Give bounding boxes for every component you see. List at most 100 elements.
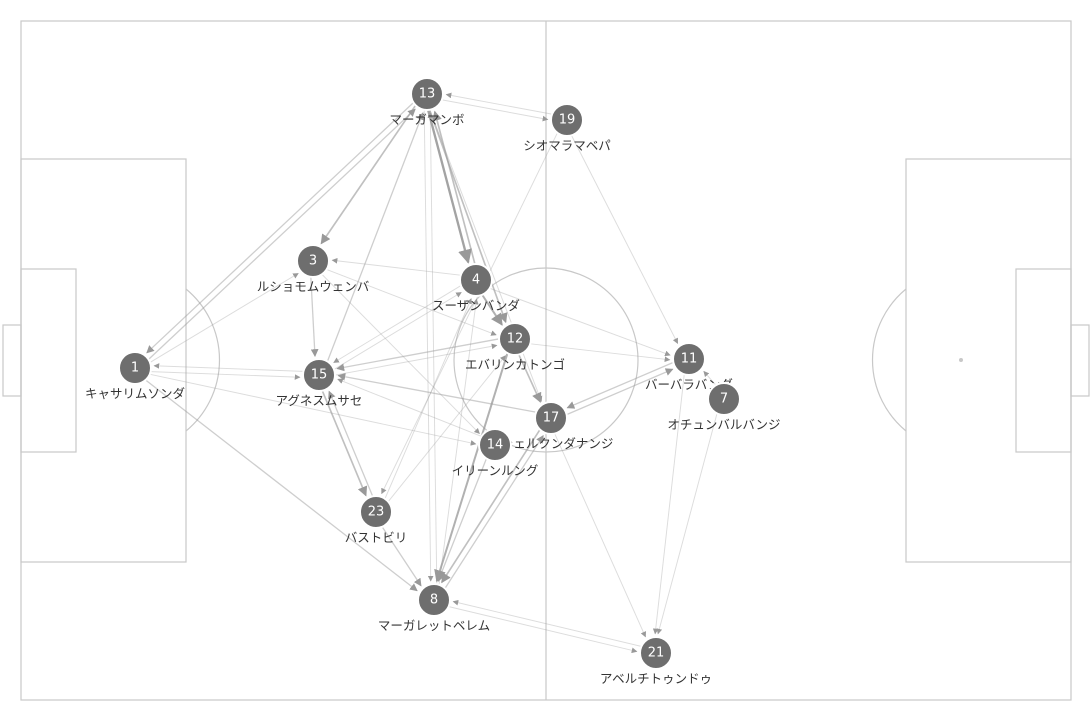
player-marker [534,401,568,435]
left-goal-area [20,268,77,453]
player-node-23: 23 バストビリ [345,495,408,545]
player-name: ラシェルクンダナンジ [489,436,614,451]
pass-edge-1-to-8 [145,379,418,592]
player-node-1: 1 キャサリムソンダ [85,351,185,401]
player-number: 17 [543,411,560,426]
player-number: 23 [368,505,385,520]
pass-edge-14-to-15 [337,378,482,437]
pass-edge-12-to-8 [434,353,509,583]
player-marker [296,244,330,278]
pass-edge-4-to-3 [331,257,461,276]
player-number: 13 [419,87,436,102]
player-number: 1 [131,361,139,376]
pass-edge-23-to-8 [381,526,422,587]
pass-edge-17-to-21 [554,433,647,638]
pass-edge-1-to-13 [148,108,416,360]
player-marker [118,351,152,385]
player-marker [417,583,451,617]
player-node-19: 19 シオマラマベパ [523,103,611,153]
player-node-7: 7 オチュンバルバンジ [667,382,781,432]
player-node-21: 21 アベルチトゥンドゥ [600,636,712,686]
player-marker [498,322,532,356]
player-name: エバリンカトンゴ [465,357,565,372]
pass-edge-3-to-14 [321,274,480,435]
pass-edge-12-to-15 [336,338,499,372]
pass-edge-8-to-4 [438,298,479,585]
right-penalty-area [905,158,1072,563]
pass-edge-8-to-13 [427,112,438,584]
player-marker [359,495,393,529]
right-penalty-spot [959,358,963,362]
player-name: シオマラマベパ [523,138,611,153]
player-marker [672,342,706,376]
pass-edge-13-to-12 [428,109,508,324]
pass-edge-15-to-23 [321,390,368,497]
pass-edge-8-to-17 [444,434,544,589]
player-marker [459,263,493,297]
pass-edge-11-to-17 [566,361,674,409]
pass-edge-13-to-4 [427,109,472,264]
player-number: 7 [720,392,728,407]
player-name: マーガレットベレム [378,618,490,633]
pass-edge-17-to-11 [566,368,674,416]
pass-edge-3-to-15 [310,277,319,357]
player-name: アグネスムサセ [276,393,363,408]
pass-edge-15-to-12 [335,343,498,376]
player-number: 11 [681,352,698,367]
pass-edge-19-to-13 [445,92,552,115]
pass-edges [145,92,718,654]
player-name: マーガマンボ [389,112,464,127]
player-node-15: 15 アグネスムサセ [276,358,363,408]
right-goal [1070,324,1090,397]
pass-edge-13-to-1 [146,102,414,354]
left-penalty-area [20,158,187,563]
player-name: イリーンルング [452,463,539,478]
pass-edge-14-to-8 [437,458,487,582]
player-marker [550,103,584,137]
player-number: 14 [487,438,504,453]
pass-edge-23-to-15 [328,390,374,497]
pass-edge-3-to-12 [326,269,497,336]
right-penalty-arc [871,288,907,432]
pass-edge-13-to-3 [320,105,417,245]
pass-edge-15-to-4 [333,291,462,370]
pass-edge-12-to-11 [530,343,671,363]
center-circle [453,267,639,453]
player-marker [410,77,444,111]
pass-edge-7-to-21 [656,413,718,635]
player-node-14: 14 イリーンルング [452,428,539,478]
player-node-12: 12 エバリンカトンゴ [465,322,565,372]
player-number: 21 [648,646,665,661]
player-number: 12 [507,332,524,347]
pitch-markings [2,20,1090,701]
player-number: 19 [559,113,576,128]
player-marker [478,428,512,462]
pass-edge-21-to-8 [452,599,642,647]
pass-edge-8-to-21 [448,606,638,654]
pass-edge-17-to-15 [337,372,536,413]
player-marker [302,358,336,392]
player-name: バストビリ [345,530,408,545]
right-goal-area [1015,268,1072,453]
pass-edge-1-to-3 [150,272,299,363]
player-name: キャサリムソンダ [85,386,185,401]
pass-edge-1-to-14 [149,373,477,446]
pass-edge-13-to-19 [442,99,549,122]
player-name: アベルチトゥンドゥ [600,671,712,686]
player-number: 8 [430,593,438,608]
player-name: スーザンバンダ [432,298,520,313]
player-number: 3 [309,254,317,269]
pass-edge-15-to-1 [153,363,304,372]
pass-edge-12-to-17 [518,354,542,403]
player-node-8: 8 マーガレットベレム [378,583,490,633]
pass-edge-17-to-8 [441,429,541,584]
pass-edge-19-to-23 [381,132,558,495]
player-number: 15 [311,368,328,383]
player-marker [707,382,741,416]
player-name: オチュンバルバンジ [667,417,780,432]
pass-edge-23-to-12 [387,355,506,502]
